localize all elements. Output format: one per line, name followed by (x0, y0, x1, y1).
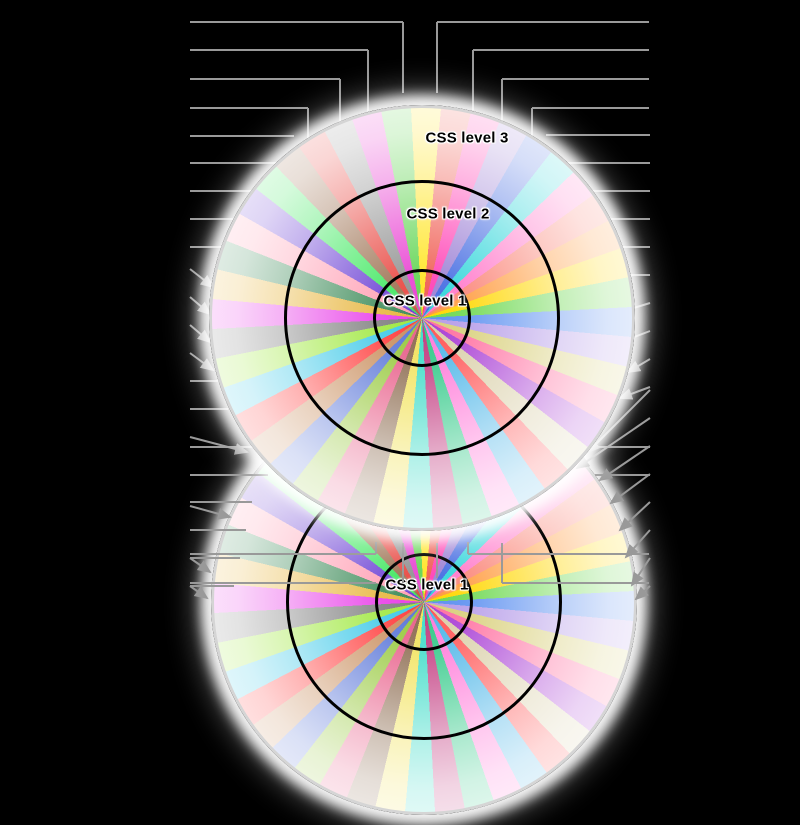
callout-line (618, 386, 651, 400)
css-level2-circle (284, 180, 560, 456)
callout-line (634, 585, 651, 600)
callout-line (189, 268, 215, 289)
callout-line (189, 585, 209, 600)
callout-line (189, 352, 215, 372)
css-level1-circle (373, 269, 471, 367)
screenshot-root: CSS level 3 CSS level 2 CSS level 1 CSS … (189, 21, 651, 815)
callout-line (575, 417, 651, 470)
callout-line (189, 505, 232, 520)
callout-line (609, 473, 651, 505)
css-level-1-label: CSS level 1 (383, 292, 467, 310)
callout-line (189, 436, 249, 455)
callout-line (626, 358, 651, 374)
callout-line (624, 529, 651, 559)
callout-line (630, 557, 651, 587)
callout-line (189, 324, 212, 344)
callout-line (618, 501, 651, 532)
callout-line (586, 389, 651, 454)
callout-line (189, 557, 212, 574)
callout-line (189, 296, 212, 316)
css-level-1-label: CSS level 1 (385, 576, 469, 594)
css-level-2-label: CSS level 2 (406, 205, 490, 223)
css-level-3-label: CSS level 3 (425, 129, 509, 147)
color-wheel-main: CSS level 3 CSS level 2 CSS level 1 (199, 95, 645, 541)
